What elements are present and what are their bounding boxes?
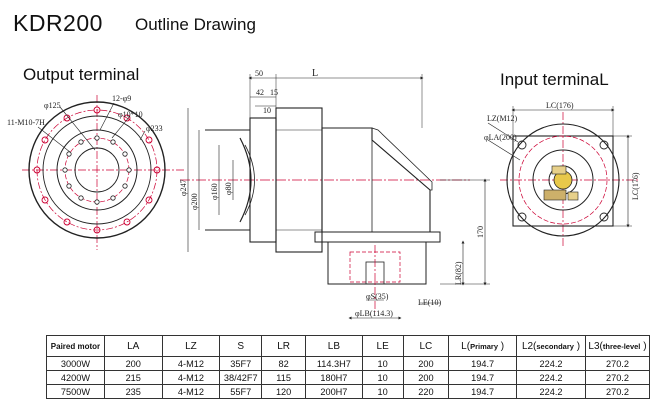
table-cell: 200 [402,370,450,385]
table-cell: 200H7 [304,384,363,399]
table-cell: 10 [361,384,404,399]
dim-output-1: 12-φ9 [112,94,131,103]
table-cell: 10 [361,356,404,371]
dim-side-v-2: φ160 [210,183,219,200]
spec-table: Paired motor LA LZ S LR LB LE LC L(Prima… [46,335,650,399]
table-cell: 224.2 [516,384,586,399]
table-cell: 270.2 [584,384,650,399]
table-cell: 194.7 [448,370,518,385]
table-cell: 10 [361,370,404,385]
col-l-primary: L(Primary ) [448,335,518,357]
dim-side-bottom-1: LE(10) [418,298,441,307]
table-cell: 235 [103,384,163,399]
table-cell: 220 [402,384,450,399]
col-paired-motor: Paired motor [46,335,105,357]
table-cell: 35F7 [219,356,263,371]
dim-side-v-0: φ247 [179,179,188,196]
dim-output-3: 11-M10-7H [7,118,45,127]
input-terminal-label: Input terminaL [500,70,609,89]
table-cell: 270.2 [584,356,650,371]
table-cell: 55F7 [219,384,263,399]
table-cell: 180H7 [304,370,363,385]
table-cell: 200 [103,356,163,371]
table-row: 3000W 200 4-M12 35F7 82 114.3H7 10 200 1… [46,356,650,371]
model-title: KDR200 [13,10,103,36]
table-cell: 115 [261,370,306,385]
dim-side-top-0: 50 [255,69,263,78]
table-cell: 4-M12 [161,356,221,371]
dim-side-top-3: 15 [270,88,278,97]
document-title: Outline Drawing [135,15,256,34]
dim-side-bottom-0: φS(35) [366,292,389,301]
output-terminal-view: φ125 12-φ9 φ10*10 11-M10-7H φ233 [7,94,185,250]
input-terminal-view: LZ(M12) φLA(200) LC(176) LC(176) [484,101,640,248]
table-row: 7500W 235 4-M12 55F7 120 200H7 10 220 19… [46,384,650,399]
col-s: S [219,335,263,357]
dim-input-1: φLA(200) [484,133,517,142]
table-cell: 194.7 [448,384,518,399]
table-cell: 3000W [46,356,105,371]
table-cell: 194.7 [448,356,518,371]
col-l2-secondary: L2(secondary ) [516,335,586,357]
table-cell: 224.2 [516,356,586,371]
col-lc: LC [402,335,450,357]
dim-input-3: LC(176) [631,172,640,200]
table-cell: 38/42F7 [219,370,263,385]
output-terminal-label: Output terminal [23,65,140,84]
side-view: 50 L 42 15 10 φ247 φ200 φ160 φ80 170 LR(… [179,68,490,320]
col-l3-three-level: L3(three-level ) [584,335,650,357]
table-cell: 4-M12 [161,384,221,399]
dim-input-0: LZ(M12) [487,114,518,123]
spec-header-row: Paired motor LA LZ S LR LB LE LC L(Prima… [46,335,650,357]
dim-output-0: φ125 [44,101,61,110]
dim-side-v-1: φ200 [190,193,199,210]
dim-side-v-3: φ80 [224,182,233,195]
table-cell: 4200W [46,370,105,385]
table-cell: 224.2 [516,370,586,385]
table-cell: 7500W [46,384,105,399]
table-cell: 114.3H7 [304,356,363,371]
dim-output-4: φ233 [146,124,163,133]
table-cell: 4-M12 [161,370,221,385]
dim-input-2: LC(176) [546,101,574,110]
outline-drawing: φ125 12-φ9 φ10*10 11-M10-7H φ233 50 [7,68,640,320]
col-la: LA [103,335,163,357]
dim-side-right-0: 170 [476,226,485,238]
table-cell: 200 [402,356,450,371]
col-lr: LR [261,335,306,357]
table-cell: 120 [261,384,306,399]
dim-output-2: φ10*10 [118,110,143,119]
dim-side-right-1: LR(82) [454,261,463,285]
table-cell: 215 [103,370,163,385]
table-row: 4200W 215 4-M12 38/42F7 115 180H7 10 200… [46,370,650,385]
col-lz: LZ [161,335,221,357]
col-le: LE [361,335,404,357]
dim-side-top-1: L [312,68,318,79]
table-cell: 270.2 [584,370,650,385]
dim-side-top-2: 42 [256,88,264,97]
table-cell: 82 [261,356,306,371]
dim-side-bottom-2: φLB(114.3) [355,309,393,318]
dim-side-top-4: 10 [263,106,271,115]
col-lb: LB [304,335,363,357]
